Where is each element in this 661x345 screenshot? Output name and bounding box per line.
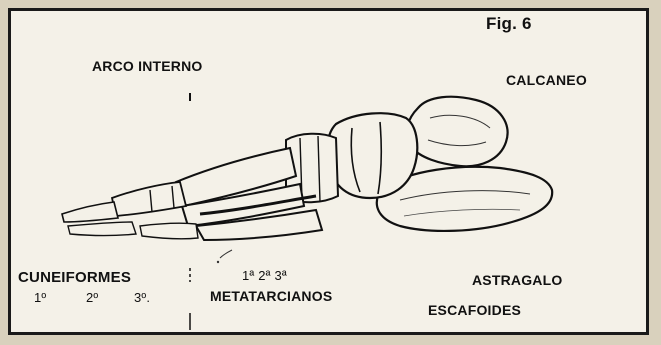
cuneiformes-label: CUNEIFORMES bbox=[18, 269, 131, 286]
cuneiforme-3-label: 3º. bbox=[134, 290, 150, 305]
escafoides-label: ESCAFOIDES bbox=[428, 302, 521, 318]
metatarsianos-ordinals-label: 1ª 2ª 3ª bbox=[242, 268, 287, 283]
cuneiforme-2-label: 2º bbox=[86, 290, 98, 305]
calcaneo-label: CALCANEO bbox=[506, 72, 587, 88]
guide-marks bbox=[217, 250, 232, 263]
metatarsianos-label: METATARCIANOS bbox=[210, 288, 332, 304]
figure-number: Fig. 6 bbox=[486, 14, 532, 34]
arco-interno-label: ARCO INTERNO bbox=[92, 58, 203, 74]
calcaneus-bone bbox=[406, 97, 507, 167]
astragalo-label: ASTRAGALO bbox=[472, 272, 562, 288]
cuneiforme-1-label: 1º bbox=[34, 290, 46, 305]
escafoides-bone bbox=[328, 113, 418, 198]
phalanx-bones bbox=[62, 182, 198, 239]
